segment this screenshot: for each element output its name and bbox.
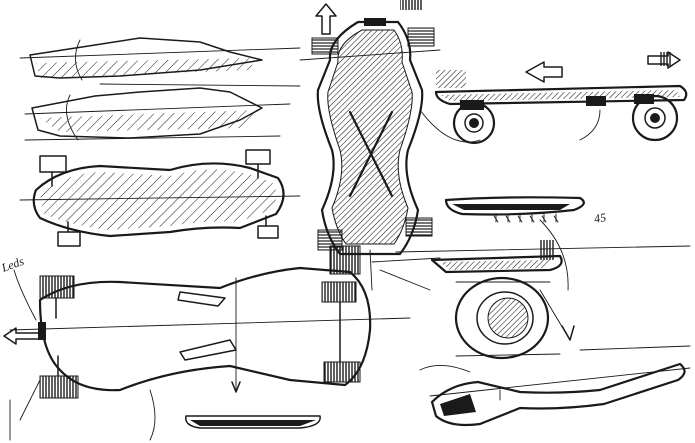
deck-profile-middle — [24, 87, 291, 141]
deck-perspective — [419, 362, 691, 427]
deck-side-small — [185, 415, 321, 429]
angle-annotation: 45 — [593, 210, 607, 226]
deck-side-view — [400, 0, 688, 145]
deck-bottom-view-large: Leds — [0, 254, 411, 441]
deck-vertical-concept — [299, 3, 441, 291]
deck-profile-top — [19, 37, 301, 87]
deck-led-profile: 45 — [444, 196, 607, 291]
led-annotation: Leds — [0, 254, 26, 275]
wheel-closeup — [395, 240, 691, 360]
deck-top-view — [19, 149, 301, 247]
